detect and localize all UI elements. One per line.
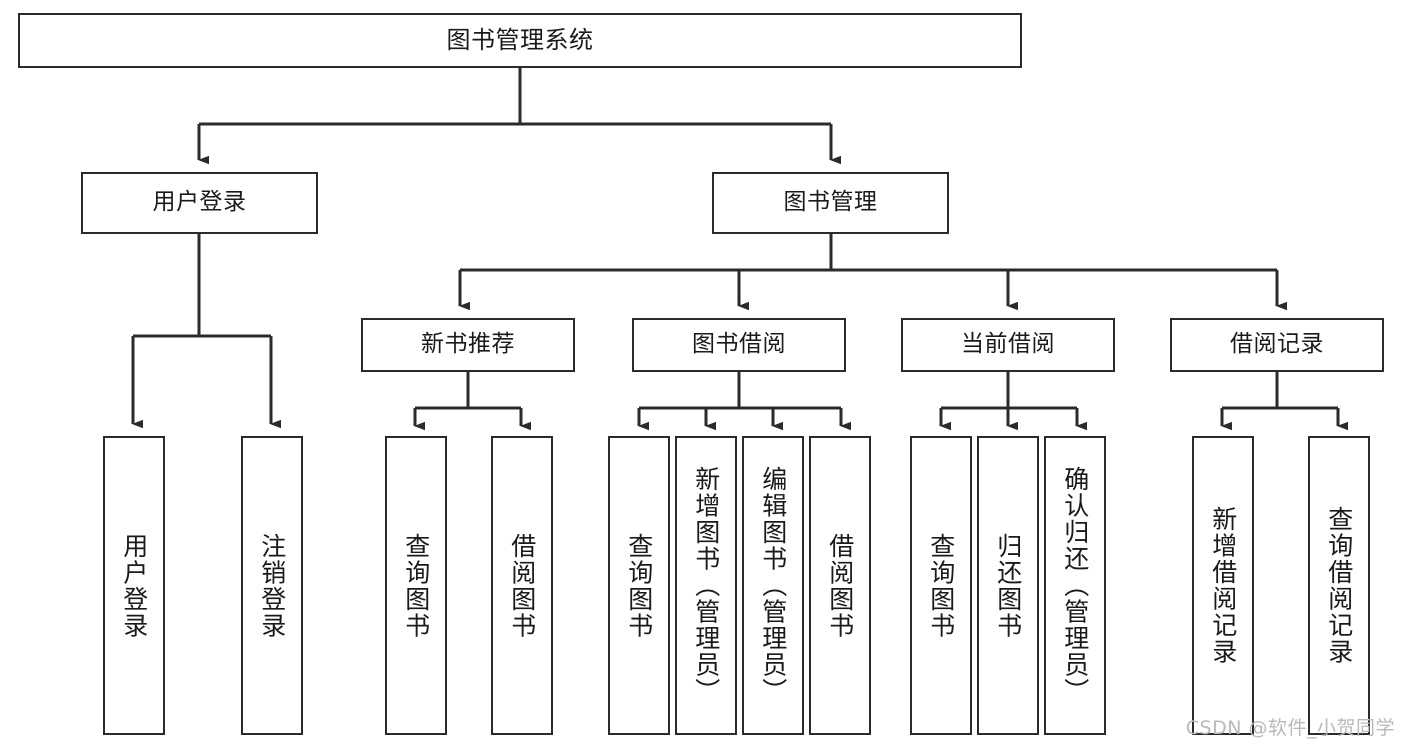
node-label: 借阅图书: [825, 532, 855, 639]
node-current-borrow[interactable]: 当前借阅: [901, 318, 1115, 372]
leaf-borrow-edit-book[interactable]: 编辑图书（管理员）: [742, 436, 804, 735]
leaf-borrow-add-book[interactable]: 新增图书（管理员）: [675, 436, 737, 735]
node-borrow-record[interactable]: 借阅记录: [1170, 318, 1384, 372]
node-label: 当前借阅: [961, 331, 1055, 358]
leaf-current-query-book[interactable]: 查询图书: [910, 436, 972, 735]
node-label: 确认归还（管理员）: [1060, 466, 1090, 705]
leaf-new-book-borrow[interactable]: 借阅图书: [491, 436, 553, 735]
node-label: 归还图书: [993, 532, 1023, 639]
leaf-user-login-login[interactable]: 用户登录: [103, 436, 165, 735]
node-label: 编辑图书（管理员）: [758, 466, 788, 705]
node-label: 图书管理: [783, 189, 878, 216]
leaf-user-login-logout[interactable]: 注销登录: [241, 436, 303, 735]
leaf-borrow-borrow-book[interactable]: 借阅图书: [809, 436, 871, 735]
node-label: 查询借阅记录: [1324, 506, 1354, 665]
node-label: 图书借阅: [692, 331, 786, 358]
node-label: 查询图书: [624, 532, 654, 639]
node-user-login[interactable]: 用户登录: [81, 172, 318, 234]
node-root-system[interactable]: 图书管理系统: [18, 13, 1022, 68]
node-new-book-recommend[interactable]: 新书推荐: [361, 318, 575, 372]
node-book-management[interactable]: 图书管理: [712, 172, 949, 234]
node-label: 用户登录: [119, 532, 149, 639]
node-label: 图书管理系统: [446, 26, 594, 55]
leaf-borrow-query-book[interactable]: 查询图书: [608, 436, 670, 735]
leaf-current-confirm-return[interactable]: 确认归还（管理员）: [1044, 436, 1106, 735]
node-label: 查询图书: [926, 532, 956, 639]
node-label: 新增图书（管理员）: [691, 466, 721, 705]
leaf-new-book-query[interactable]: 查询图书: [385, 436, 447, 735]
leaf-record-query[interactable]: 查询借阅记录: [1308, 436, 1370, 735]
leaf-record-add[interactable]: 新增借阅记录: [1192, 436, 1254, 735]
node-label: 借阅图书: [507, 532, 537, 639]
node-book-borrow[interactable]: 图书借阅: [632, 318, 846, 372]
node-label: 查询图书: [401, 532, 431, 639]
node-label: 新书推荐: [421, 331, 515, 358]
leaf-current-return-book[interactable]: 归还图书: [977, 436, 1039, 735]
node-label: 用户登录: [152, 189, 247, 216]
node-label: 新增借阅记录: [1208, 506, 1238, 665]
watermark: CSDN @软件_小贺同学: [1185, 717, 1395, 739]
node-label: 注销登录: [257, 532, 287, 639]
node-label: 借阅记录: [1230, 331, 1324, 358]
